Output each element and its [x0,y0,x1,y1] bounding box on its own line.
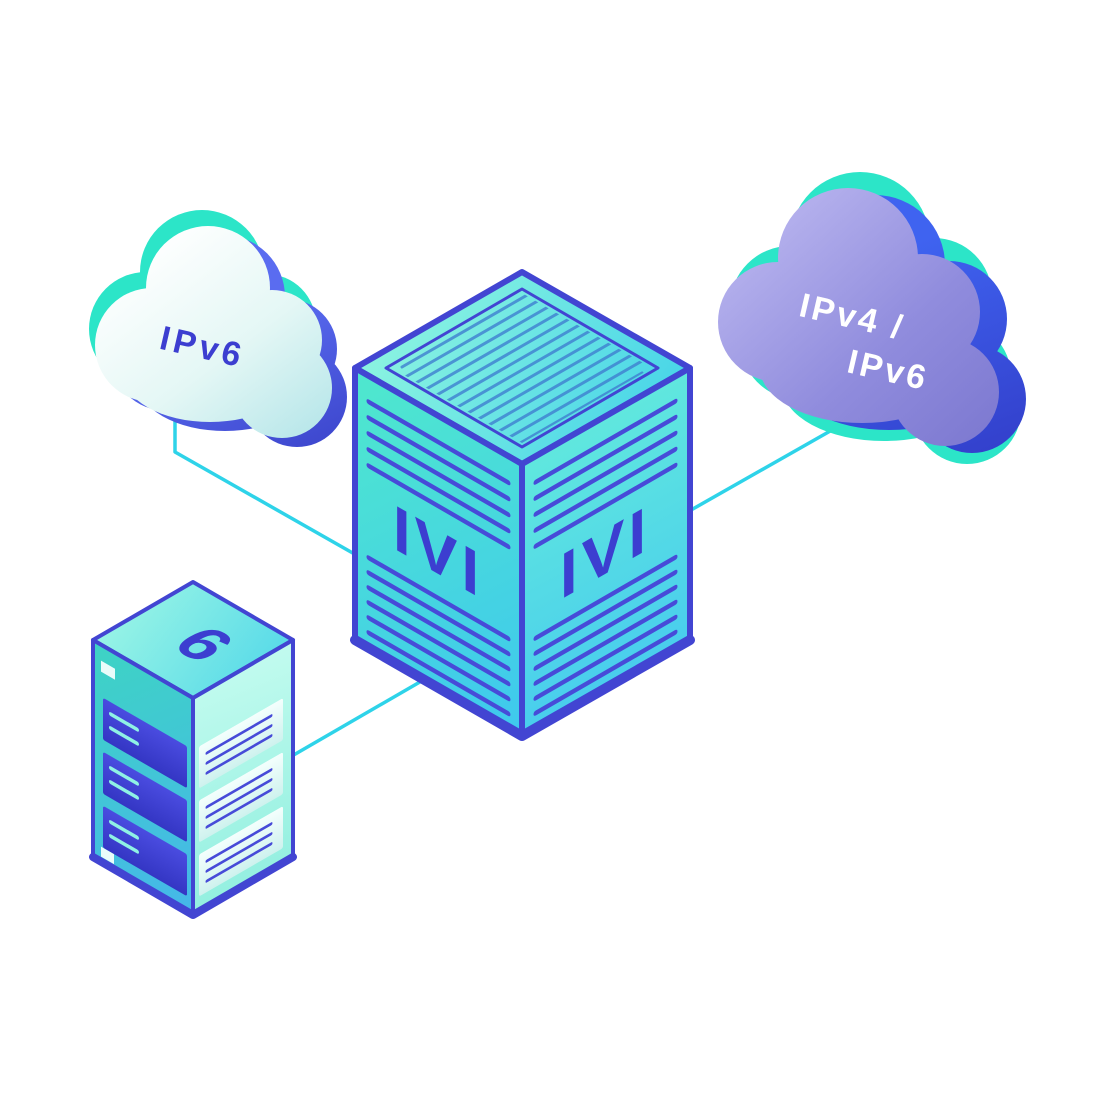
ipv4-ipv6-cloud: IPv4 / IPv6 [718,172,1026,464]
ipv6-server-rack: 6 [89,580,297,919]
server-vent-bottom [101,846,114,865]
ipv6-cloud: IPv6 [89,210,347,447]
ivi-translator-cube: IVI IVI [350,269,695,741]
server-vent-top [101,660,115,680]
server-bottom-rim [89,853,297,919]
server-left-face-detail [101,660,187,896]
server-right-face-detail [199,698,283,896]
cube-bottom-rim [350,635,695,741]
cube-top-inner-frame [384,287,660,449]
